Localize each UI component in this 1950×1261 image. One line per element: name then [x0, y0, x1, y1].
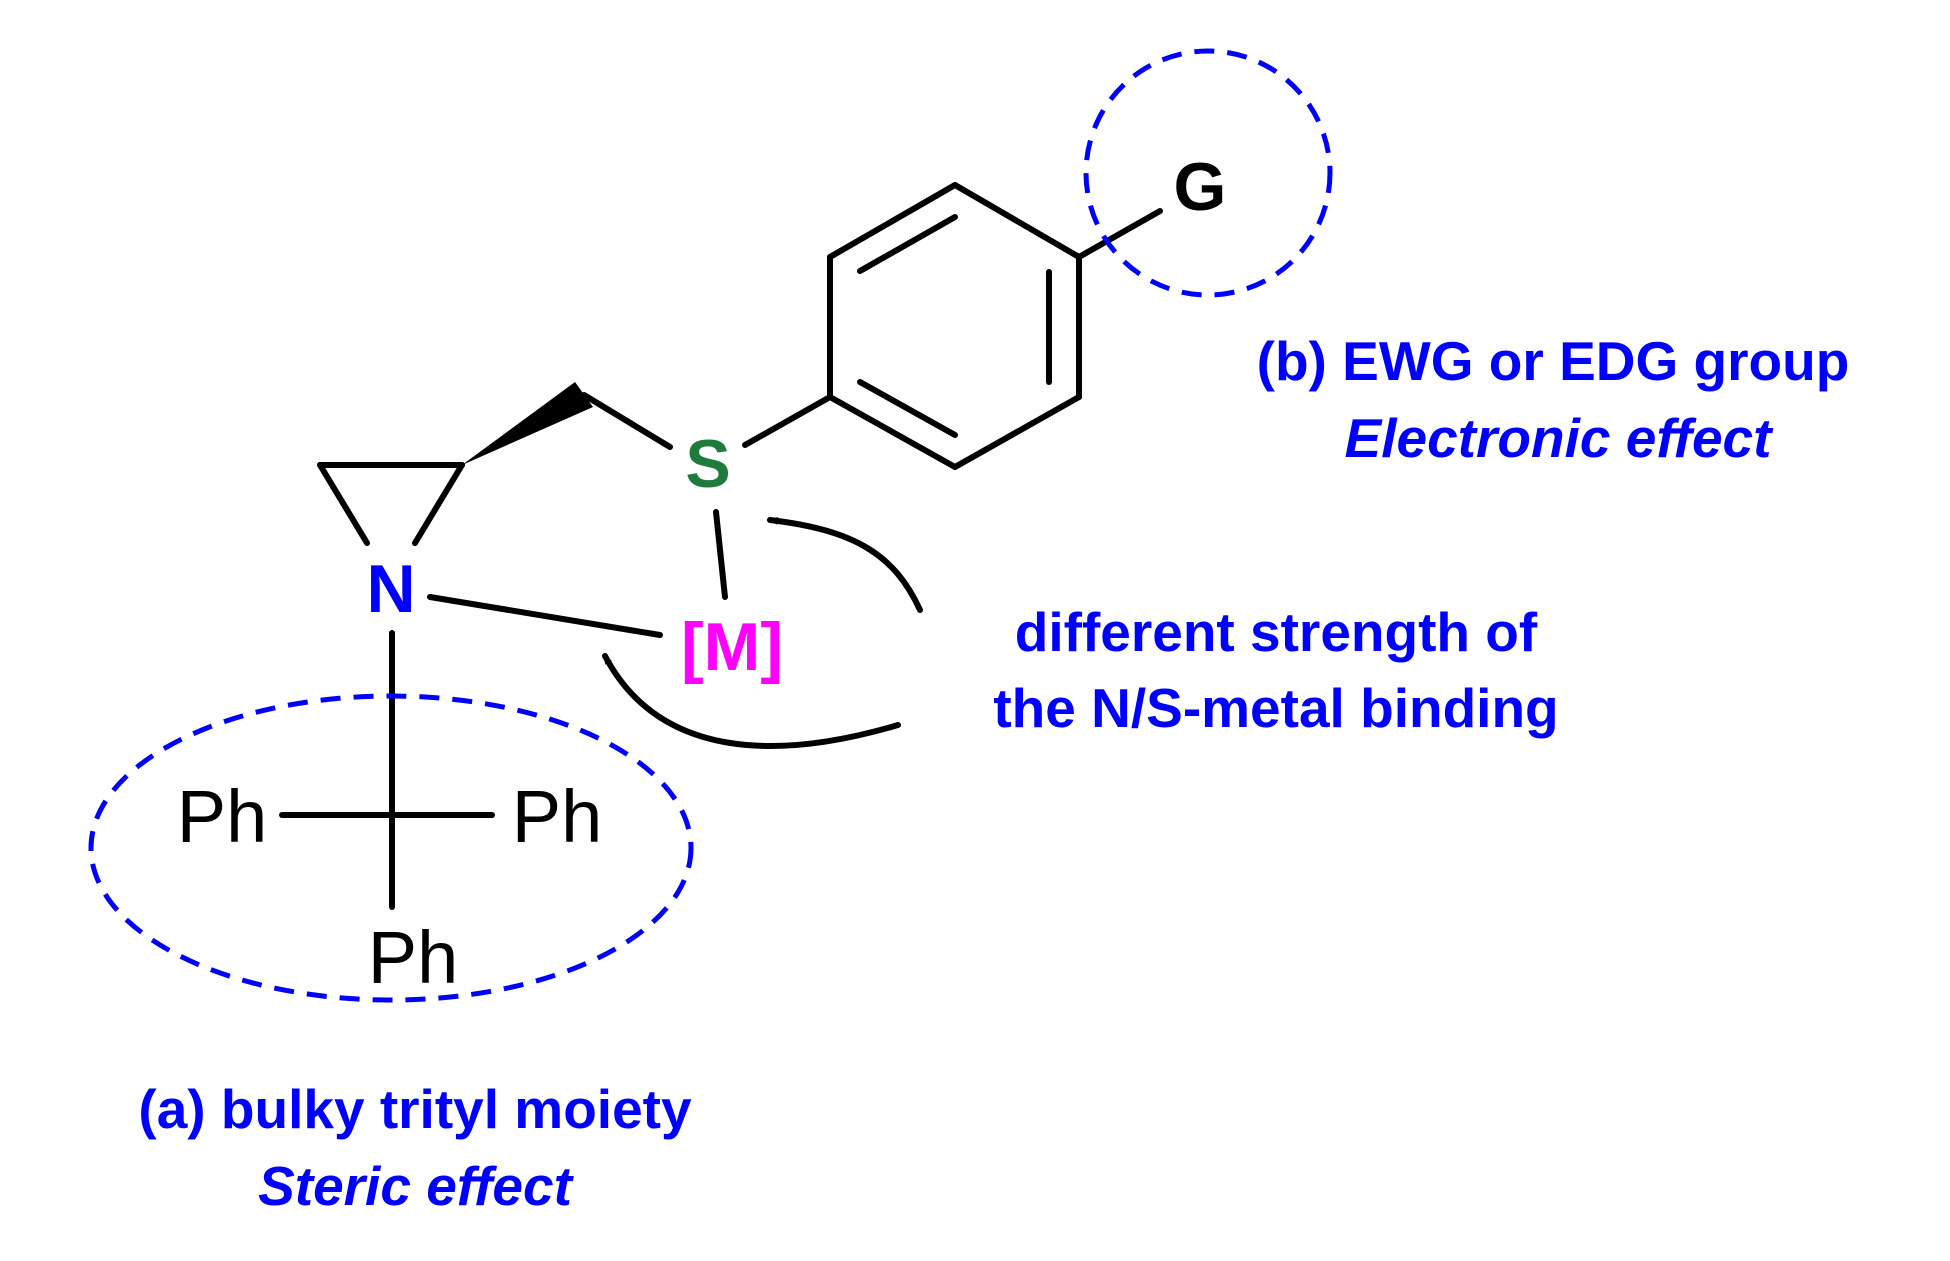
bond-sulfur-metal [713, 509, 728, 600]
stereo-wedge-bond [462, 382, 593, 465]
phenyl-left-label: Ph [177, 775, 268, 858]
nitrogen-atom-label: N [366, 551, 415, 627]
electronic-highlight-circle [1083, 48, 1333, 298]
bond-c2-n [412, 462, 465, 546]
bond-ch2-sulfur [581, 392, 673, 450]
steric-title: (a) bulky trityl moiety [138, 1078, 692, 1140]
steric-highlight-ellipse [88, 693, 694, 1003]
benzene-ring [827, 182, 1082, 470]
aziridine-ring [317, 462, 465, 546]
aromatic-inner-bond [857, 379, 958, 438]
bond-nitrogen-metal [427, 594, 663, 638]
binding-note-line1: different strength of [1015, 601, 1538, 663]
steric-subtitle: Steric effect [258, 1155, 575, 1217]
phenyl-right-label: Ph [512, 775, 603, 858]
sulfur-atom-label: S [685, 426, 730, 502]
bond-aryl-g [1076, 208, 1163, 260]
trityl-group [279, 630, 495, 910]
substituent-g-label: G [1174, 149, 1227, 225]
aromatic-inner-bond [857, 214, 958, 274]
bond-ch2-n [317, 462, 370, 546]
arrow-to-sulfur [767, 516, 923, 613]
binding-note-line2: the N/S-metal binding [993, 677, 1558, 739]
metal-label: [M] [681, 609, 783, 685]
arrow-to-nitrogen-metal [602, 653, 901, 749]
electronic-title: (b) EWG or EDG group [1257, 330, 1850, 392]
bond-sulfur-aryl [742, 394, 833, 448]
phenyl-bottom-label: Ph [368, 916, 459, 999]
electronic-subtitle: Electronic effect [1345, 407, 1775, 469]
